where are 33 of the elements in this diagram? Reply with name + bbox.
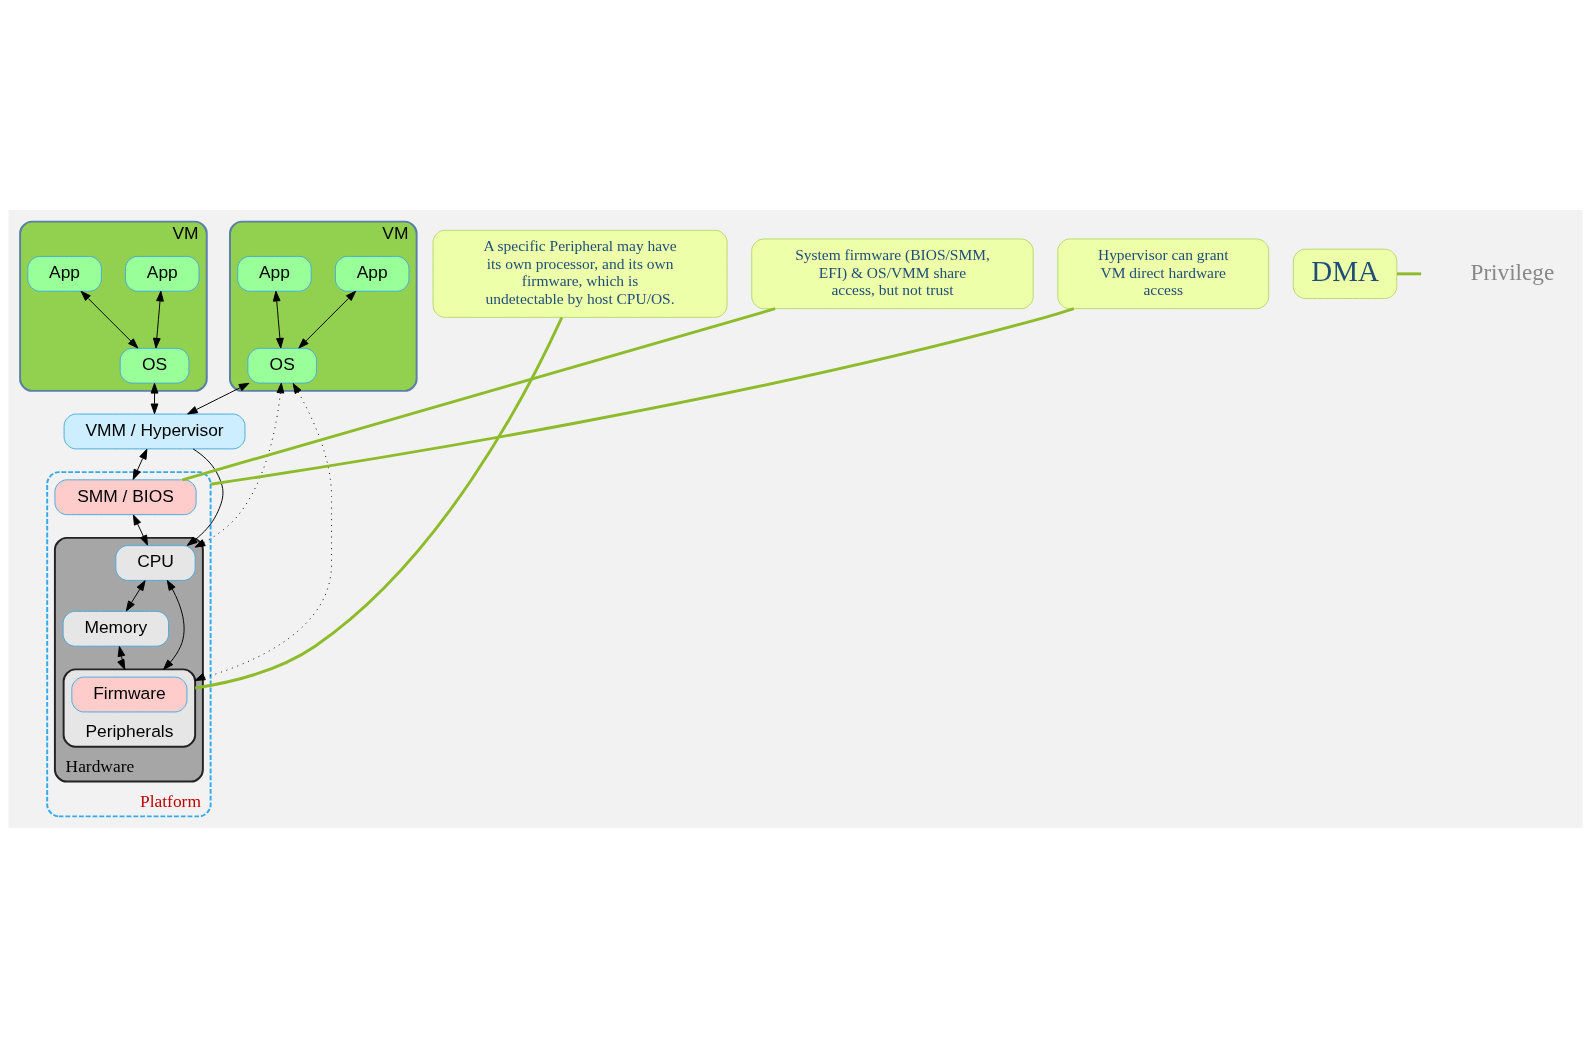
label: Privilege bbox=[1470, 258, 1555, 285]
arrow bbox=[298, 290, 357, 349]
arrow bbox=[132, 514, 149, 546]
node-box: Firmware bbox=[71, 676, 188, 713]
arrow bbox=[194, 382, 285, 548]
connector bbox=[210, 307, 1075, 486]
arrow bbox=[132, 448, 148, 480]
arrow bbox=[187, 382, 250, 415]
node-box: Hypervisor can grant VM direct hardware access bbox=[1057, 238, 1270, 310]
node-box: App bbox=[334, 255, 410, 292]
node-box: CPU bbox=[115, 545, 196, 581]
node-box: App bbox=[237, 255, 312, 292]
node-box: System firmware (BIOS/SMM, EFI) & OS/VMM share access, but not trust bbox=[751, 238, 1034, 310]
node-box: DMA bbox=[1292, 248, 1398, 299]
connector bbox=[194, 317, 564, 690]
node-box: OS bbox=[119, 347, 190, 384]
arrow bbox=[125, 580, 146, 612]
arrow bbox=[194, 383, 332, 681]
node-box: Memory bbox=[62, 610, 170, 647]
node-box: App bbox=[27, 255, 102, 292]
arrow bbox=[186, 448, 224, 546]
arrow bbox=[152, 290, 164, 349]
node-box: VMM / Hypervisor bbox=[63, 413, 246, 450]
arrow bbox=[150, 382, 159, 415]
connector bbox=[182, 307, 776, 482]
node-box: App bbox=[125, 255, 200, 292]
arrow bbox=[272, 290, 284, 349]
node-box: A specific Peripheral may have its own processor, and its own firmware, which is undetectable by host CPU/OS. bbox=[432, 229, 728, 318]
node-box: SMM / BIOS bbox=[54, 479, 197, 516]
arrow bbox=[80, 290, 139, 349]
node-box: OS bbox=[247, 347, 317, 384]
connector bbox=[1397, 272, 1422, 276]
arrow bbox=[163, 579, 185, 670]
